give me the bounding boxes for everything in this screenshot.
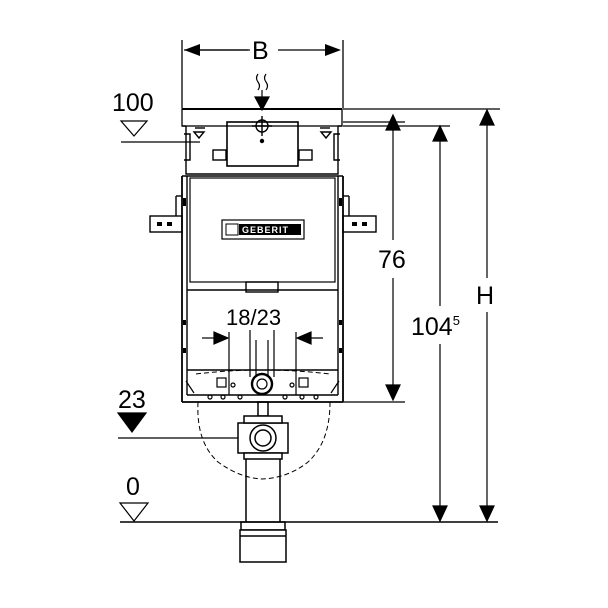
water-inlet-icon bbox=[253, 73, 271, 112]
level-23-label: 23 bbox=[118, 386, 146, 414]
level-100-marker bbox=[119, 120, 200, 143]
drain-pipe bbox=[237, 401, 289, 563]
pipe-spacing-dimension bbox=[202, 330, 323, 395]
width-dimension bbox=[181, 40, 344, 108]
wc-outline bbox=[195, 369, 331, 480]
brand-text: GEBERIT bbox=[242, 225, 289, 235]
width-label: B bbox=[252, 37, 269, 65]
height-104-dimension bbox=[343, 124, 450, 523]
frame bbox=[149, 108, 377, 403]
height-104-label: 1045 bbox=[411, 313, 460, 341]
height-76-label: 76 bbox=[378, 246, 406, 274]
connection-fittings bbox=[185, 372, 340, 400]
height-total-dimension bbox=[343, 108, 500, 523]
level-23-marker bbox=[116, 412, 238, 439]
height-total-label: H bbox=[476, 282, 494, 310]
bracket-holes bbox=[157, 198, 367, 353]
level-100-label: 100 bbox=[112, 89, 154, 117]
pipe-spacing-label: 18/23 bbox=[226, 305, 281, 330]
level-0-marker bbox=[118, 502, 498, 523]
level-0-label: 0 bbox=[126, 473, 140, 501]
brand-logo: GEBERIT bbox=[221, 219, 305, 240]
